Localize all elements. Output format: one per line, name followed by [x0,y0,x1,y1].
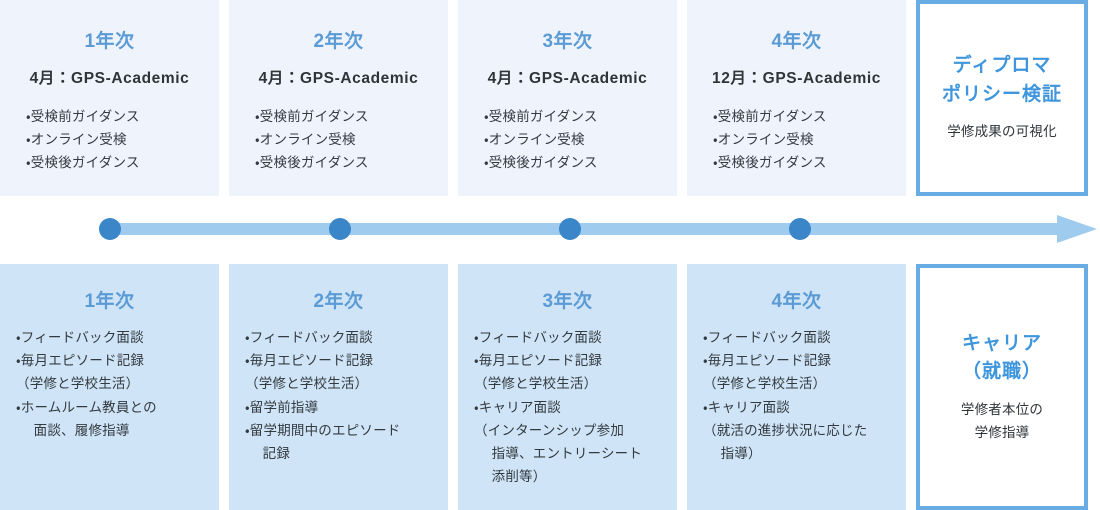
list-item: ・フィードバック面談 [474,330,602,345]
list-item: ・毎月エピソード記録 [474,353,603,369]
list-item: （就活の進捗状況に応じた 指導） [703,422,868,462]
card-title: 3年次 [542,31,593,52]
card-item-list: ・受検前ガイダンス ・オンライン受検 ・受検後ガイダンス [237,105,440,175]
list-item: ・受検前ガイダンス [713,109,827,124]
top-year-card-1: 1年次 4月：GPS-Academic ・受検前ガイダンス ・オンライン受検 ・… [0,0,219,196]
bottom-year-card-2: 2年次 ・フィードバック面談 ・毎月エピソード記録 （学修と学校生活） ・留学前… [229,264,448,510]
card-title: 4年次 [771,31,822,52]
card-title: 2年次 [313,291,364,312]
list-item: ・フィードバック面談 [16,330,144,345]
card-title: 3年次 [542,291,593,312]
card-subtitle: 4月：GPS-Academic [487,70,648,87]
list-item: ・留学期間中のエピソード 記録 [245,422,401,462]
outcome-title: キャリア （就職） [962,330,1042,387]
list-item: （学修と学校生活） [474,376,598,392]
bottom-year-card-3: 3年次 ・フィードバック面談 ・毎月エピソード記録 （学修と学校生活） ・キャリ… [458,264,677,510]
list-item: ・オンライン受検 [26,132,127,148]
list-item: （学修と学校生活） [16,376,140,392]
outcome-subtitle: 学修成果の可視化 [947,124,1057,140]
list-item: ・キャリア面談 [474,399,561,415]
list-item: ・毎月エピソード記録 [16,353,145,369]
list-item: ・受検後ガイダンス [255,155,369,171]
card-title: 1年次 [84,291,135,312]
timeline-dot-year-1 [99,218,121,240]
list-item: （学修と学校生活） [245,376,369,392]
list-item: ・フィードバック面談 [245,330,373,345]
list-item: （インターンシップ参加 指導、エントリーシート 添削等） [474,422,643,485]
bottom-year-card-1: 1年次 ・フィードバック面談 ・毎月エピソード記録 （学修と学校生活） ・ホーム… [0,264,219,510]
outcome-title-line-2: ポリシー検証 [941,83,1062,105]
card-subtitle: 12月：GPS-Academic [712,70,881,87]
top-year-card-4: 4年次 12月：GPS-Academic ・受検前ガイダンス ・オンライン受検 … [687,0,906,196]
diploma-policy-outcome-box: ディプロマ ポリシー検証 学修成果の可視化 [916,0,1088,196]
card-subtitle: 4月：GPS-Academic [258,70,419,87]
outcome-title: ディプロマ ポリシー検証 [942,52,1062,109]
list-item: ・受検前ガイダンス [26,109,140,124]
gps-academic-row: 1年次 4月：GPS-Academic ・受検前ガイダンス ・オンライン受検 ・… [0,0,1100,196]
list-item: ・オンライン受検 [484,132,585,148]
outcome-title-line-2: （就職） [961,361,1042,383]
list-item: ・受検前ガイダンス [255,109,369,124]
card-title: 4年次 [771,291,822,312]
list-item: ・留学前指導 [245,399,319,415]
list-item: ・毎月エピソード記録 [703,353,832,369]
student-support-row: 1年次 ・フィードバック面談 ・毎月エピソード記録 （学修と学校生活） ・ホーム… [0,264,1100,510]
list-item: ・フィードバック面談 [703,330,831,345]
card-item-list: ・受検前ガイダンス ・オンライン受検 ・受検後ガイダンス [466,105,669,175]
timeline-dot-year-4 [789,218,811,240]
list-item: ・オンライン受検 [255,132,356,148]
top-year-card-3: 3年次 4月：GPS-Academic ・受検前ガイダンス ・オンライン受検 ・… [458,0,677,196]
outcome-title-line-1: ディプロマ [952,55,1052,77]
card-item-list: ・フィードバック面談 ・毎月エピソード記録 （学修と学校生活） ・留学前指導 ・… [237,326,440,465]
card-title: 1年次 [84,31,135,52]
timeline-arrow [0,196,1100,264]
bottom-year-card-4: 4年次 ・フィードバック面談 ・毎月エピソード記録 （学修と学校生活） ・キャリ… [687,264,906,510]
card-item-list: ・受検前ガイダンス ・オンライン受検 ・受検後ガイダンス [8,105,211,175]
card-subtitle: 4月：GPS-Academic [29,70,190,87]
list-item: ・受検後ガイダンス [713,155,827,171]
list-item: ・受検後ガイダンス [26,155,140,171]
list-item: ・受検後ガイダンス [484,155,598,171]
card-item-list: ・フィードバック面談 ・毎月エピソード記録 （学修と学校生活） ・キャリア面談 … [466,326,669,489]
card-title: 2年次 [313,31,364,52]
outcome-subtitle-line-2: 学修指導 [974,424,1030,440]
card-item-list: ・フィードバック面談 ・毎月エピソード記録 （学修と学校生活） ・ホームルーム教… [8,326,211,442]
timeline-dot-year-3 [559,218,581,240]
list-item: ・毎月エピソード記録 [245,353,374,369]
card-item-list: ・受検前ガイダンス ・オンライン受検 ・受検後ガイダンス [695,105,898,175]
top-year-card-2: 2年次 4月：GPS-Academic ・受検前ガイダンス ・オンライン受検 ・… [229,0,448,196]
career-outcome-box: キャリア （就職） 学修者本位の 学修指導 [916,264,1088,510]
list-item: （学修と学校生活） [703,376,827,392]
timeline-dot-year-2 [329,218,351,240]
card-item-list: ・フィードバック面談 ・毎月エピソード記録 （学修と学校生活） ・キャリア面談 … [695,326,898,465]
timeline-arrowhead-icon [1057,215,1097,243]
outcome-subtitle: 学修者本位の 学修指導 [961,399,1043,445]
list-item: ・キャリア面談 [703,399,790,415]
list-item: ・ホームルーム教員との 面談、履修指導 [16,399,157,438]
list-item: ・オンライン受検 [713,132,814,148]
outcome-subtitle-line-1: 学修者本位の [960,401,1044,417]
outcome-title-line-1: キャリア [961,332,1042,354]
timeline-line [110,223,1065,235]
list-item: ・受検前ガイダンス [484,109,598,124]
